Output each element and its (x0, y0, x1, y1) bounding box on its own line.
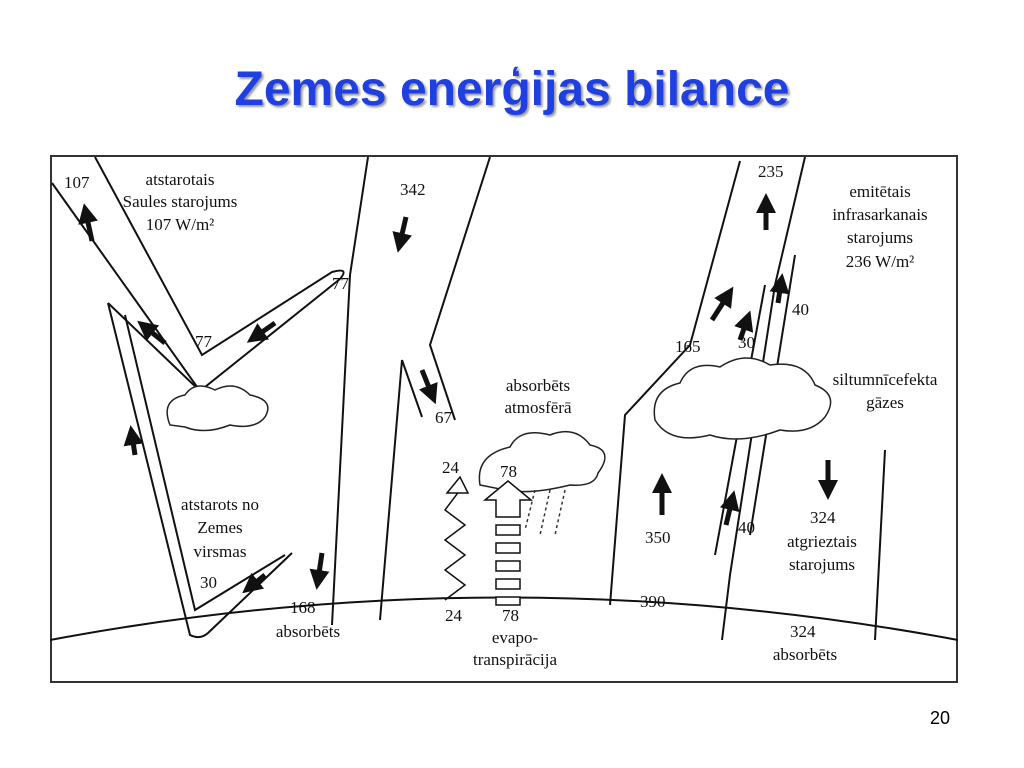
reflected-value: 107 (64, 173, 90, 192)
value-350: 350 (645, 528, 671, 547)
incoming-value: 342 (400, 180, 426, 199)
surface-absorbed-value: 168 (290, 598, 316, 617)
energy-balance-diagram: atstarotais Saules starojums 107 W/m² 10… (49, 155, 959, 683)
emitted-ir-3: starojums (847, 228, 913, 247)
thermal-arrowhead (445, 475, 470, 494)
diagram-svg: atstarotais Saules starojums 107 W/m² 10… (49, 155, 959, 683)
greenhouse-2: gāzes (866, 393, 904, 412)
cloud-reflect-77b: 77 (195, 332, 213, 351)
greenhouse-1: siltumnīcefekta (833, 370, 938, 389)
reflected-solar-label-3: 107 W/m² (146, 215, 215, 234)
surface-reflect-value: 30 (200, 573, 217, 592)
back-label-2: starojums (789, 555, 855, 574)
absorbed-atmos-2: atmosfērā (504, 398, 571, 417)
arrows (78, 193, 838, 594)
emitted-ir-4: 236 W/m² (846, 252, 915, 271)
thermal-24-top: 24 (442, 458, 460, 477)
evapo-2: transpirācija (473, 650, 557, 669)
surface-reflect-3: virsmas (194, 542, 247, 561)
rain (524, 489, 566, 536)
latent-heat-column (482, 480, 534, 606)
thermal-24-bottom: 24 (445, 606, 463, 625)
surface-reflect-2: Zemes (197, 518, 242, 537)
incoming-solar-band (331, 156, 491, 626)
value-40-top: 40 (792, 300, 809, 319)
surface-reflect-1: atstarots no (181, 495, 259, 514)
value-390: 390 (640, 592, 666, 611)
latent-78-bottom: 78 (502, 606, 519, 625)
emitted-ir-2: infrasarkanais (832, 205, 927, 224)
evapo-1: evapo- (492, 628, 539, 647)
cloud-left (166, 385, 269, 432)
surface-absorbed-label: absorbēts (276, 622, 340, 641)
diagram-frame (50, 155, 958, 683)
back-label-1: atgrieztais (787, 532, 857, 551)
value-165: 165 (675, 337, 701, 356)
slide-title: Zemes enerģijas bilance (234, 63, 790, 116)
page-number: 20 (930, 708, 951, 728)
outgoing-value: 235 (758, 162, 784, 181)
latent-78-top: 78 (500, 462, 517, 481)
value-30-right: 30 (738, 333, 755, 352)
cloud-reflect-77a: 77 (332, 274, 350, 293)
thermal-zigzag (443, 489, 467, 601)
back-absorbed-label: absorbēts (773, 645, 837, 664)
absorbed-atmos-1: absorbēts (506, 376, 570, 395)
cloud-right (653, 357, 832, 440)
cloud-center (478, 430, 606, 493)
atmos-absorb-67: 67 (435, 408, 453, 427)
reflected-solar-label-1: atstarotais (146, 170, 215, 189)
back-value: 324 (810, 508, 836, 527)
reflected-solar-label-2: Saules starojums (123, 192, 238, 211)
reflected-solar-band (51, 156, 345, 639)
emitted-ir-1: emitētais (849, 182, 910, 201)
back-absorbed-value: 324 (790, 622, 816, 641)
value-40-bottom: 40 (738, 518, 755, 537)
